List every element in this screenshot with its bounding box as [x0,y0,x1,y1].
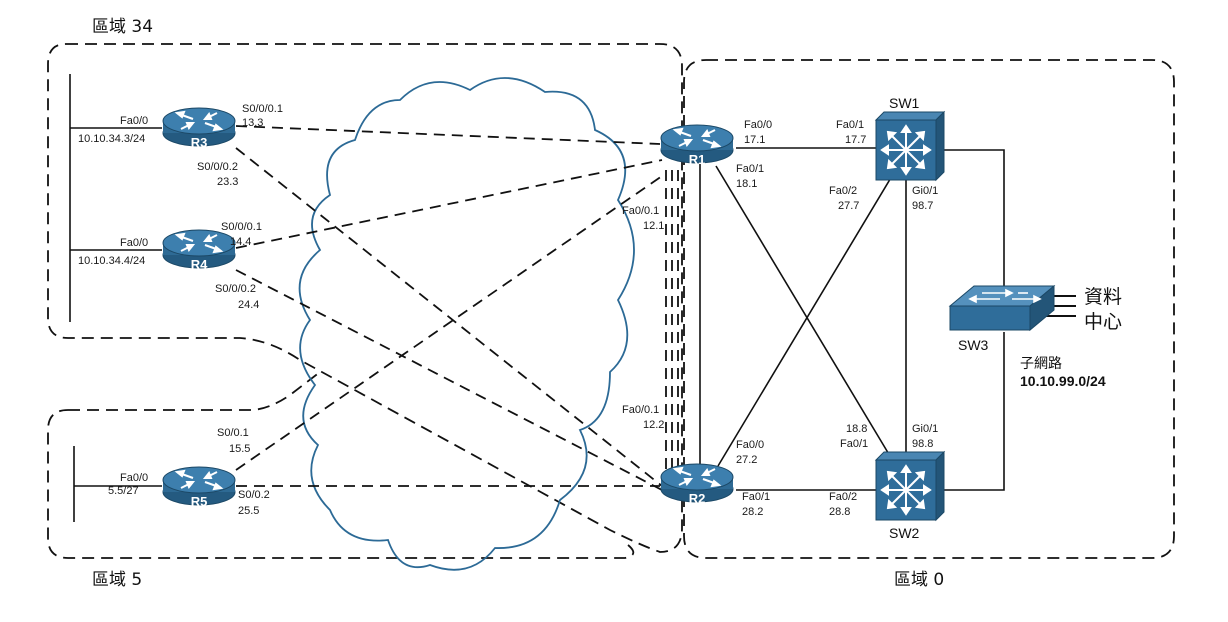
r5-lan-label: 5.5/27 [108,485,139,497]
pvc-r4-r1 [235,159,663,249]
sw1-label: SW1 [889,95,920,111]
r1-sub-ip: 12.1 [643,220,664,232]
r5-label: R5 [191,494,208,509]
r5-s1-ip: 15.5 [229,443,250,455]
r2-f1-ip: 28.2 [742,506,763,518]
area-34-label: 區域 34 [92,17,153,37]
sw3-label: SW3 [958,337,989,353]
r4-fa-label: Fa0/0 [120,237,148,249]
area-0-label: 區域 0 [894,570,944,590]
r2-f0-ip: 27.2 [736,454,757,466]
router-r2[interactable]: R2 [660,463,734,506]
r4-s2-label: S0/0/0.2 [215,283,256,295]
r2-f0-label: Fa0/0 [736,439,764,451]
sw2-f1-label: Fa0/1 [840,438,868,450]
pvc-r5-r1 [235,175,663,471]
r2-sub-label: Fa0/0.1 [622,404,659,416]
pvc-r4-r2 [235,269,663,491]
router-r3[interactable]: R3 [162,107,236,150]
pvc-r3-r2 [235,147,663,487]
r2-label: R2 [689,491,706,506]
link-r1-sw2 [715,165,891,457]
switch-sw3[interactable] [948,284,1056,332]
r4-lan-label: 10.10.34.4/24 [78,255,145,267]
switch-sw2[interactable] [875,451,945,521]
switch-sw1[interactable] [875,111,945,181]
subnet-value: 10.10.99.0/24 [1020,373,1106,389]
sw1-f1-label: Fa0/1 [836,119,864,131]
sw2-f2-label: Fa0/2 [829,491,857,503]
link-r2-sw1 [717,175,893,467]
area-5-boundary [47,371,635,559]
r1-f1-ip: 18.1 [736,178,757,190]
sw2-gi-label: Gi0/1 [912,423,938,435]
sw1-gi-label: Gi0/1 [912,185,938,197]
subnet-label: 子網路 [1020,355,1062,371]
r1-sub-label: Fa0/0.1 [622,205,659,217]
pvc-r3-r1 [235,125,661,145]
router-r5[interactable]: R5 [162,466,236,509]
r2-sub-ip: 12.2 [643,419,664,431]
area-0-boundary [683,59,1175,559]
datacenter-label-line2: 中心 [1084,311,1122,333]
sw2-f2-ip: 28.8 [829,506,850,518]
router-r1[interactable]: R1 [660,124,734,167]
r4-label: R4 [191,257,208,272]
router-r4[interactable]: R4 [162,229,236,272]
r1-f0-label: Fa0/0 [744,119,772,131]
r3-fa-label: Fa0/0 [120,115,148,127]
datacenter-label-line1: 資料 [1084,286,1122,308]
r3-label: R3 [191,135,208,150]
frame-relay-cloud [298,77,635,571]
r5-s1-label: S0/0.1 [217,427,249,439]
sw2-f1-ip: 18.8 [846,423,867,435]
area-5-label: 區域 5 [92,570,142,590]
sw1-f2-label: Fa0/2 [829,185,857,197]
area-34-boundary [47,43,683,553]
r5-fa-label: Fa0/0 [120,472,148,484]
r3-lan-label: 10.10.34.3/24 [78,133,145,145]
r1-f1-label: Fa0/1 [736,163,764,175]
sw1-gi-ip: 98.7 [912,200,933,212]
r5-s2-label: S0/0.2 [238,489,270,501]
r1-label: R1 [689,152,706,167]
r1-f0-ip: 17.1 [744,134,765,146]
r3-s1-ip: 13.3 [242,117,263,129]
r2-f1-label: Fa0/1 [742,491,770,503]
r4-s2-ip: 24.4 [238,299,259,311]
link-sw2-sw3 [944,332,1005,491]
sw1-f2-ip: 27.7 [838,200,859,212]
sw1-f1-ip: 17.7 [845,134,866,146]
sw2-label: SW2 [889,525,920,541]
sw2-gi-ip: 98.8 [912,438,933,450]
r3-s2-label: S0/0/0.2 [197,161,238,173]
r3-s1-label: S0/0/0.1 [242,103,283,115]
r5-s2-ip: 25.5 [238,505,259,517]
r4-s1-label: S0/0/0.1 [221,221,262,233]
r3-s2-ip: 23.3 [217,176,238,188]
r4-s1-ip: 14.4 [230,236,251,248]
link-sw1-sw3 [944,149,1005,290]
